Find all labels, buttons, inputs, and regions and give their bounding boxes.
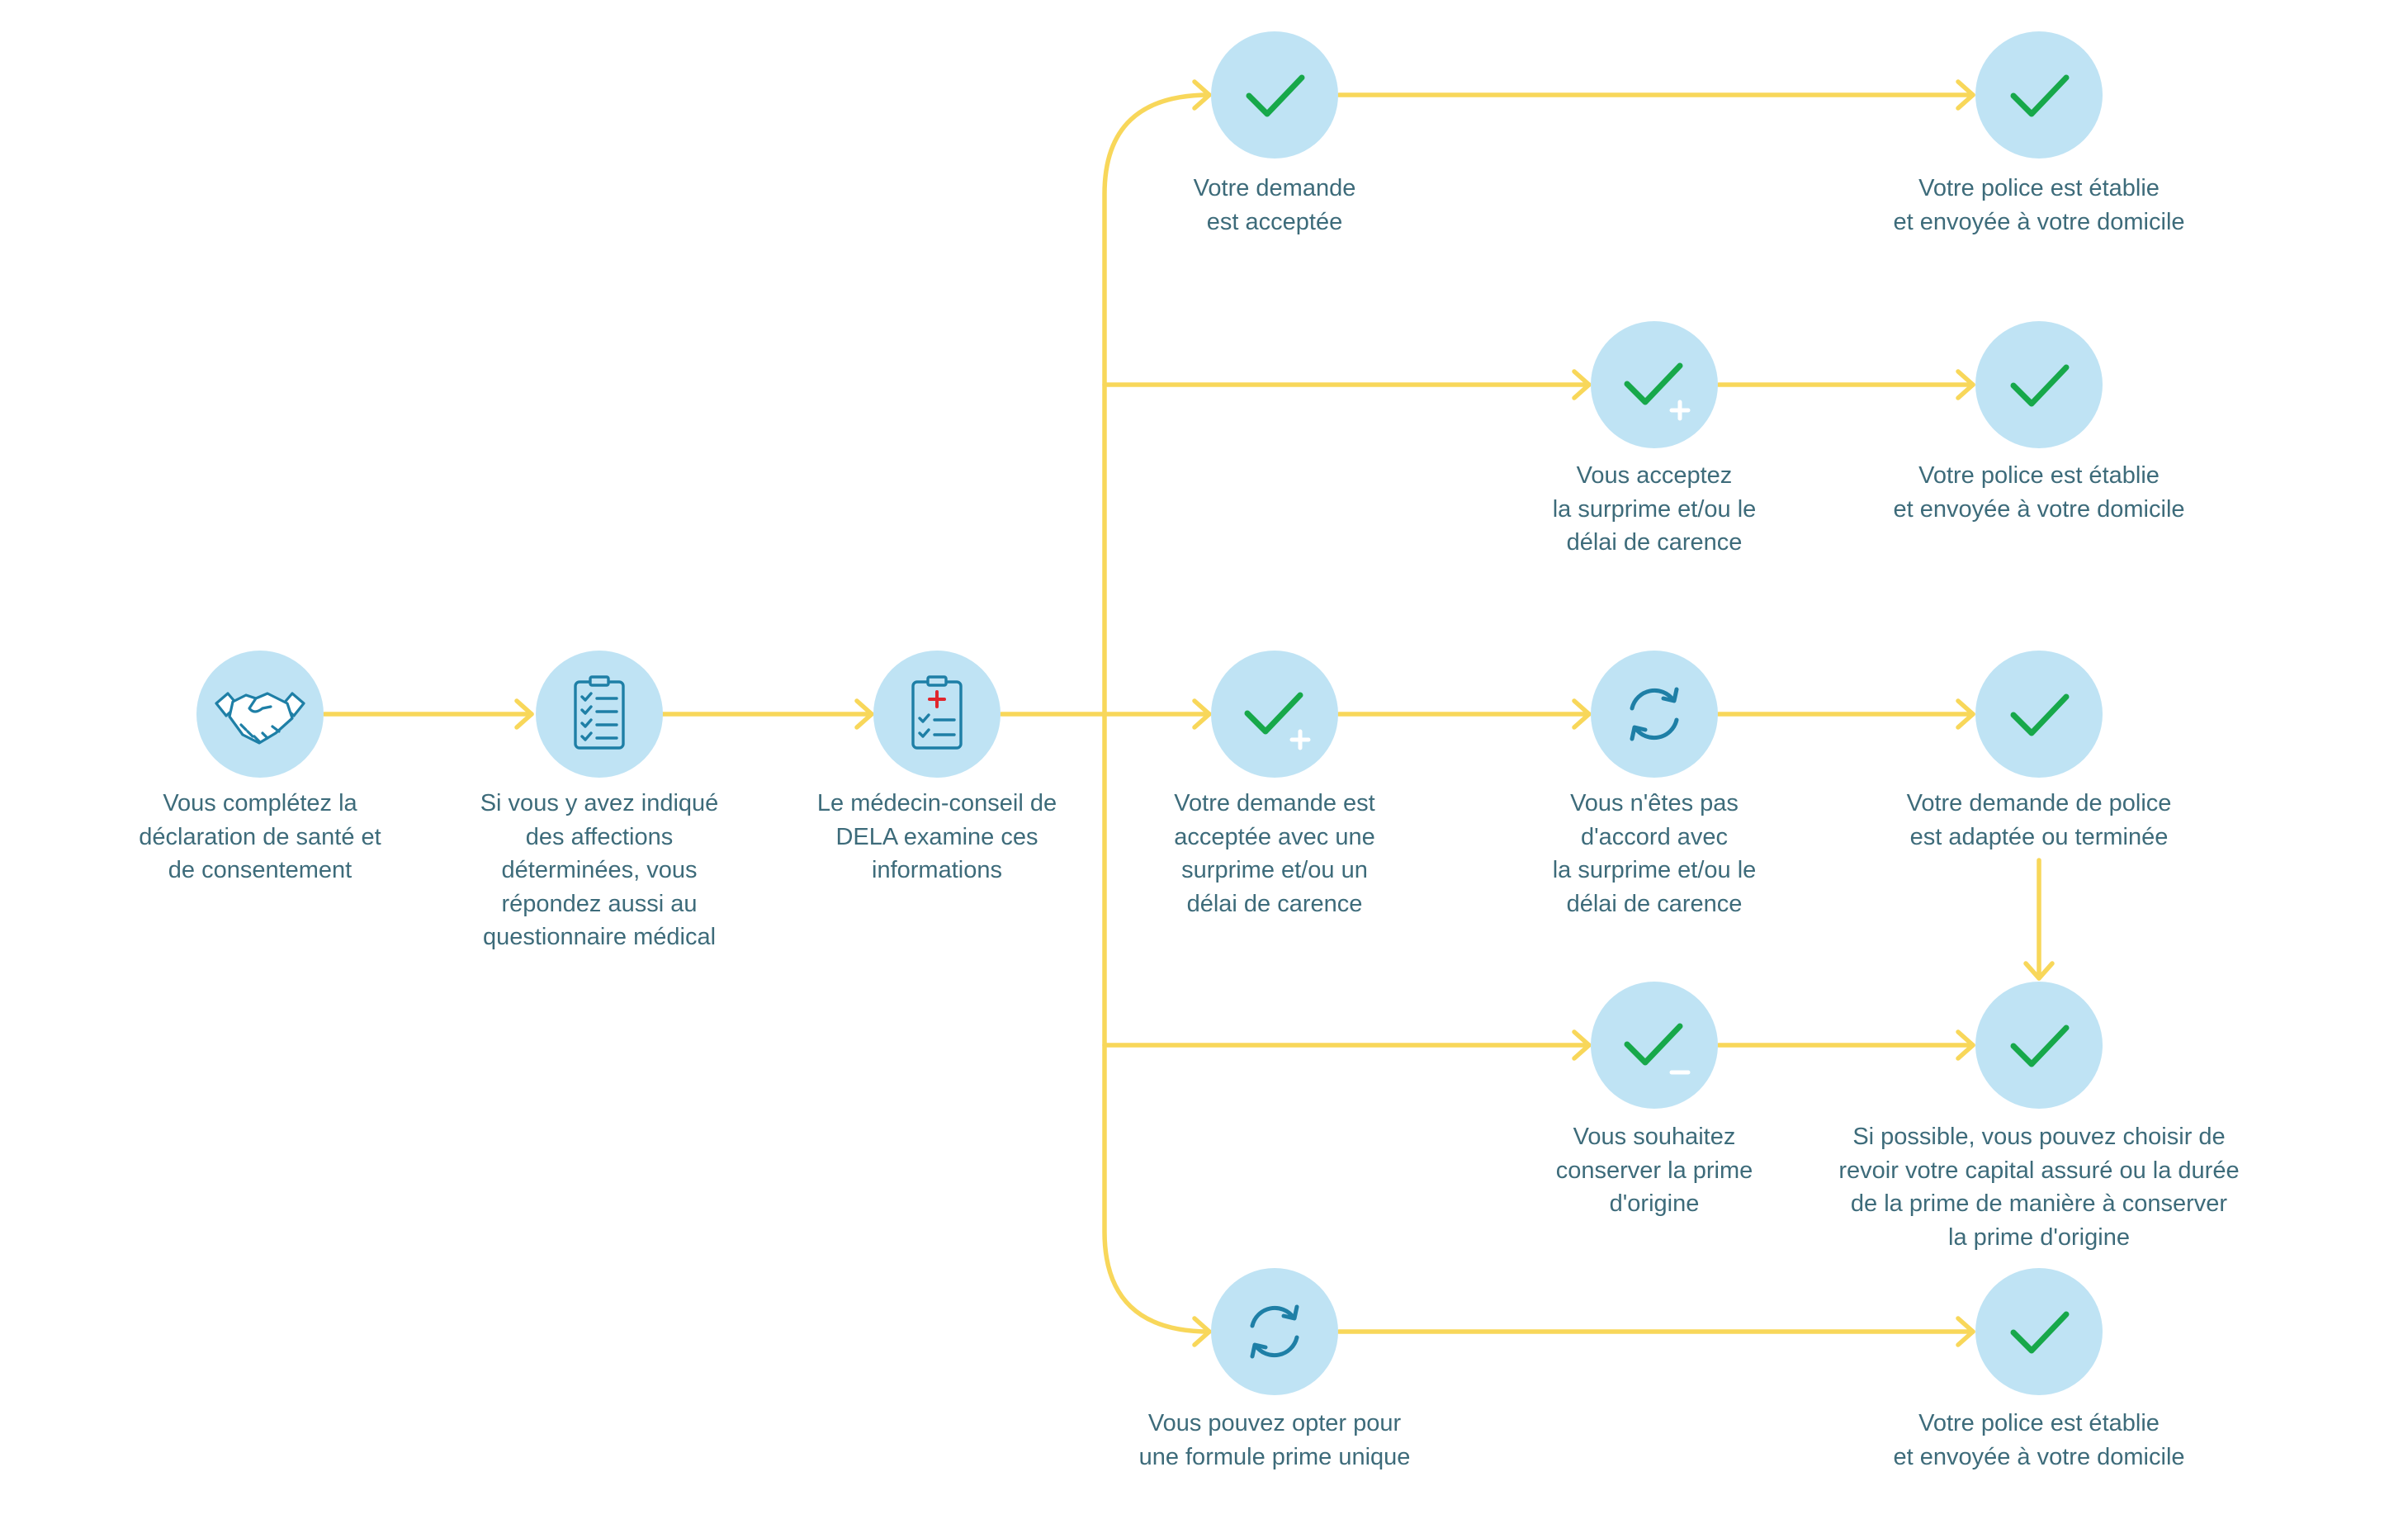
- arrowhead: [1956, 79, 1975, 111]
- accepted-with-surcharge-label: Votre demande est acceptée avec une surp…: [1174, 790, 1375, 917]
- check-icon: [1975, 982, 2103, 1109]
- check-plus-icon: [1591, 321, 1718, 448]
- refresh-icon: [1211, 1268, 1338, 1395]
- not-agree-label: Vous n'êtes pas d'accord avec la surprim…: [1552, 790, 1757, 917]
- review-capital-label: Si possible, vous pouvez choisir de revo…: [1838, 1124, 2240, 1251]
- arrowhead: [1572, 369, 1592, 400]
- arrowhead: [1192, 698, 1212, 730]
- single-premium-policy-node: [1975, 1268, 2103, 1395]
- check-icon: [1211, 31, 1338, 159]
- arrowhead: [1956, 1316, 1975, 1347]
- check-plus-icon: [1211, 651, 1338, 778]
- check-icon: [1975, 321, 2103, 448]
- step-doctor-label: Le médecin-conseil de DELA examine ces i…: [816, 790, 1057, 883]
- not-agree-node: [1591, 651, 1718, 778]
- accept-surcharge-node: [1591, 321, 1718, 448]
- check-icon: [1975, 651, 2103, 778]
- arrowhead: [2023, 961, 2055, 981]
- accepted-policy-label: Votre police est établie et envoyée à vo…: [1893, 175, 2185, 235]
- adapted-or-ended-label: Votre demande de police est adaptée ou t…: [1906, 790, 2172, 850]
- check-minus-icon: [1591, 982, 1718, 1109]
- keep-premium-label: Vous souhaitez conserver la prime d'orig…: [1555, 1124, 1753, 1217]
- arrowhead: [1956, 1029, 1975, 1061]
- accept-surcharge-policy-node: [1975, 321, 2103, 448]
- medical-clipboard-icon: [873, 651, 1001, 778]
- single-premium-label: Vous pouvez opter pour une formule prime…: [1138, 1410, 1411, 1470]
- accept-surcharge-policy-label: Votre police est établie et envoyée à vo…: [1893, 462, 2185, 523]
- arrowhead: [1956, 369, 1975, 400]
- arrowhead: [1192, 1316, 1212, 1347]
- single-premium-policy-label: Votre police est établie et envoyée à vo…: [1893, 1410, 2185, 1470]
- step-questionnaire-node: [536, 651, 663, 778]
- step-questionnaire-label: Si vous y avez indiqué des affections dé…: [480, 790, 719, 950]
- arrowhead: [1956, 698, 1975, 730]
- accepted-label: Votre demande est acceptée: [1193, 175, 1356, 235]
- accept-surcharge-label: Vous acceptez la surprime et/ou le délai…: [1552, 462, 1757, 556]
- step-consent-label: Vous complétez la déclaration de santé e…: [139, 790, 381, 883]
- refresh-icon: [1591, 651, 1718, 778]
- accepted-node: [1211, 31, 1338, 159]
- check-icon: [1975, 31, 2103, 159]
- arrowhead: [1572, 698, 1592, 730]
- step-doctor-node: [873, 651, 1001, 778]
- adapted-or-ended-node: [1975, 651, 2103, 778]
- arrowhead: [514, 698, 534, 730]
- clipboard-checklist-icon: [536, 651, 663, 778]
- handshake-icon: [196, 651, 324, 778]
- accepted-policy-node: [1975, 31, 2103, 159]
- review-capital-node: [1975, 982, 2103, 1109]
- accepted-with-surcharge-node: [1211, 651, 1338, 778]
- check-icon: [1975, 1268, 2103, 1395]
- single-premium-node: [1211, 1268, 1338, 1395]
- keep-premium-node: [1591, 982, 1718, 1109]
- step-consent-node: [196, 651, 324, 778]
- arrowhead: [1572, 1029, 1592, 1061]
- arrowhead: [854, 698, 874, 730]
- arrowhead: [1192, 79, 1212, 111]
